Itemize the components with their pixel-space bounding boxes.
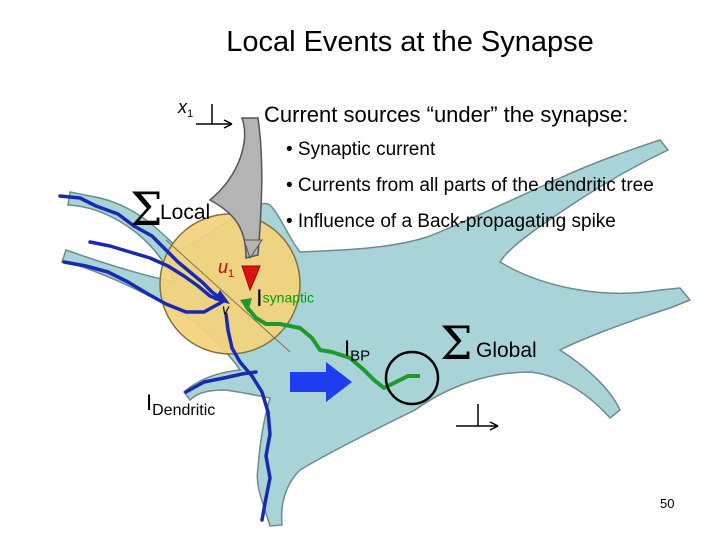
dendritic-current-paths xyxy=(58,194,272,522)
bp-current-path xyxy=(244,304,420,390)
output-spike-train-icon xyxy=(456,404,499,431)
bullet-dendritic-currents: • Currents from all parts of the dendrit… xyxy=(286,175,654,196)
propagation-arrow xyxy=(290,362,352,402)
i-dendritic-label: IDendritic xyxy=(146,390,216,419)
sigma-local-symbol: Σ xyxy=(130,182,163,236)
bullet-synaptic-current: • Synaptic current xyxy=(286,139,436,160)
bp-arrowhead xyxy=(240,298,252,312)
axon-hillock-circle xyxy=(384,350,440,406)
local-region-divider xyxy=(165,239,291,353)
sigma-global-symbol: Σ xyxy=(440,316,473,370)
i-synaptic-label: Isynaptic xyxy=(256,285,315,312)
i-bp-label: IBP xyxy=(344,336,371,365)
synaptic-current-arrow xyxy=(241,265,261,292)
current-sources-heading: Current sources “under” the synapse: xyxy=(264,102,629,127)
page-number: 50 xyxy=(660,496,675,511)
callout-pointer-tip xyxy=(243,239,263,260)
v-label: v xyxy=(222,301,229,317)
sum-global-label: Global xyxy=(476,339,537,362)
callout-pointer xyxy=(208,117,263,259)
bullet-back-propagating-spike: • Influence of a Back-propagating spike xyxy=(286,211,616,232)
dendritic-arrowhead xyxy=(214,290,230,304)
x1-label: x1 xyxy=(178,97,194,120)
sum-local-label: Local xyxy=(160,201,211,224)
slide-title: Local Events at the Synapse xyxy=(226,26,594,58)
u1-label: u1 xyxy=(218,257,235,280)
x1-spike-train-icon xyxy=(196,104,233,129)
